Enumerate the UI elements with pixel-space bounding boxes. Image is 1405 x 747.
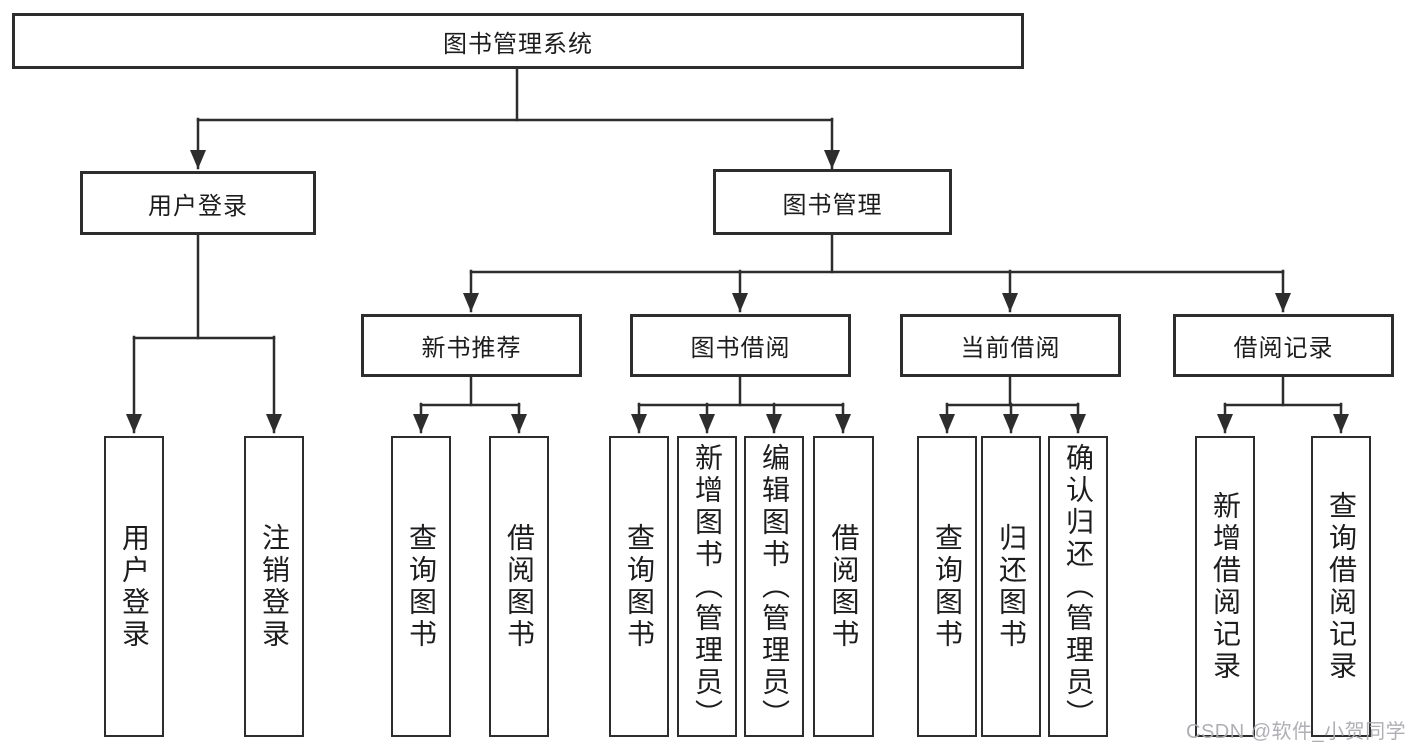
leaf-borrow-books: 借阅图书 [813, 436, 874, 737]
leaf-current-query-books: 查询图书 [917, 436, 977, 737]
leaf-label: 用户登录 [119, 522, 150, 651]
leaf-label: 查询借阅记录 [1326, 490, 1357, 683]
leaf-label: 确认归还（管理员） [1063, 442, 1094, 731]
node-label: 用户登录 [148, 192, 248, 220]
leaf-borrow-query-books: 查询图书 [609, 436, 669, 737]
leaf-recommend-borrow-books: 借阅图书 [489, 436, 549, 737]
leaf-label: 归还图书 [996, 522, 1027, 651]
node-system-root: 图书管理系统 [12, 13, 1024, 69]
node-label: 当前借阅 [960, 335, 1061, 362]
leaf-query-borrow-record: 查询借阅记录 [1311, 436, 1371, 737]
node-label: 新书推荐 [421, 335, 522, 362]
leaf-label: 查询图书 [406, 522, 437, 651]
node-book-borrow: 图书借阅 [630, 314, 851, 377]
leaf-label: 查询图书 [624, 522, 655, 651]
node-label: 图书管理 [782, 191, 883, 219]
leaf-label: 新增图书（管理员） [692, 442, 723, 731]
leaf-edit-books-admin: 编辑图书（管理员） [744, 436, 804, 737]
node-user-login-branch: 用户登录 [80, 171, 316, 235]
leaf-logout: 注销登录 [244, 436, 304, 737]
leaf-label: 注销登录 [259, 522, 290, 651]
leaf-label: 查询图书 [932, 522, 963, 651]
csdn-watermark: CSDN @软件_小贺同学 [1186, 721, 1405, 743]
leaf-confirm-return-admin: 确认归还（管理员） [1048, 436, 1108, 737]
leaf-return-books: 归还图书 [981, 436, 1041, 737]
leaf-add-borrow-record: 新增借阅记录 [1195, 436, 1255, 737]
leaf-label: 借阅图书 [504, 522, 535, 651]
leaf-label: 编辑图书（管理员） [759, 442, 790, 731]
node-current-borrow: 当前借阅 [900, 314, 1121, 377]
leaf-add-books-admin: 新增图书（管理员） [677, 436, 737, 737]
node-book-management-branch: 图书管理 [713, 169, 952, 235]
node-new-book-recommend: 新书推荐 [361, 314, 582, 377]
leaf-recommend-query-books: 查询图书 [391, 436, 451, 737]
node-borrow-records: 借阅记录 [1173, 314, 1394, 377]
leaf-label: 借阅图书 [828, 522, 860, 651]
node-label: 借阅记录 [1233, 335, 1334, 362]
leaf-user-login: 用户登录 [104, 436, 164, 737]
node-label: 图书管理系统 [443, 30, 593, 58]
node-label: 图书借阅 [690, 335, 791, 362]
leaf-label: 新增借阅记录 [1210, 490, 1241, 683]
